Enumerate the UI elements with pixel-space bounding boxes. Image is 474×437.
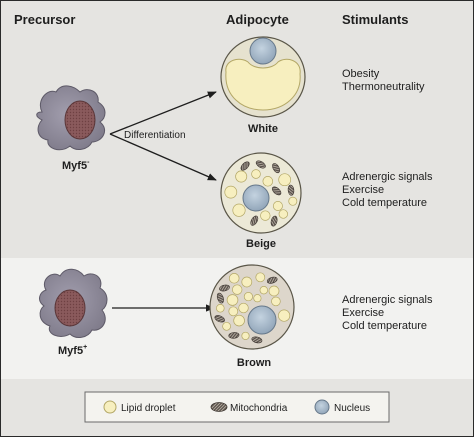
mitochondrion bbox=[272, 163, 281, 174]
lipid-droplet bbox=[241, 331, 250, 340]
mitochondrion bbox=[228, 332, 240, 339]
lipid-droplet bbox=[228, 306, 239, 317]
mitochondrion bbox=[214, 315, 225, 323]
stimulant-item: Obesity bbox=[342, 68, 380, 80]
stimulants-brown: Adrenergic signals Exercise Cold tempera… bbox=[342, 294, 433, 332]
legend-label-lipid: Lipid droplet bbox=[121, 403, 176, 414]
lipid-droplet bbox=[251, 169, 261, 179]
mitochondrion bbox=[270, 215, 278, 227]
legend-box bbox=[84, 391, 390, 423]
beige-adipocyte bbox=[220, 152, 302, 234]
lipid-droplet bbox=[243, 292, 253, 302]
stimulants-white: Obesity Thermoneutrality bbox=[342, 68, 425, 93]
precursor-cell-myf5-positive bbox=[39, 268, 108, 338]
arrow-to-white bbox=[109, 91, 217, 135]
lipid-droplet bbox=[233, 314, 245, 327]
stimulant-item: Cold temperature bbox=[342, 320, 427, 332]
lipid-droplet bbox=[260, 210, 271, 221]
lipid-droplet bbox=[272, 201, 283, 211]
lipid-droplet bbox=[268, 285, 280, 297]
precursor-nucleus bbox=[64, 100, 96, 140]
stimulant-item: Adrenergic signals bbox=[342, 294, 433, 306]
mitochondria-icon bbox=[210, 402, 228, 412]
lipid-droplet bbox=[278, 209, 288, 219]
label-white: White bbox=[248, 123, 278, 135]
lipid-droplet-icon bbox=[103, 400, 117, 414]
brown-adipocyte bbox=[209, 264, 295, 350]
lipid-droplet bbox=[255, 272, 266, 283]
label-brown: Brown bbox=[237, 357, 272, 369]
lipid-droplet bbox=[225, 58, 301, 111]
label-beige: Beige bbox=[246, 238, 276, 250]
lipid-droplet bbox=[278, 173, 292, 187]
header-precursor: Precursor bbox=[14, 12, 75, 27]
lipid-droplet bbox=[216, 304, 225, 313]
mitochondrion bbox=[219, 284, 230, 292]
mitochondrion bbox=[287, 184, 295, 196]
lipid-droplet bbox=[238, 302, 249, 314]
mitochondrion bbox=[250, 215, 259, 226]
stimulants-beige: Adrenergic signals Exercise Cold tempera… bbox=[342, 171, 433, 209]
nucleus bbox=[242, 184, 270, 212]
nucleus bbox=[249, 37, 277, 65]
stimulant-item: Thermoneutrality bbox=[342, 81, 425, 93]
stimulant-item: Exercise bbox=[342, 307, 384, 319]
lipid-droplet bbox=[262, 176, 274, 187]
lipid-droplet bbox=[278, 309, 291, 322]
lipid-droplet bbox=[235, 170, 248, 183]
lipid-droplet bbox=[228, 273, 240, 284]
lipid-droplet bbox=[222, 321, 231, 331]
mitochondrion bbox=[266, 276, 278, 284]
arrow-to-beige bbox=[109, 133, 217, 181]
nucleus-icon bbox=[314, 399, 330, 415]
lipid-droplet bbox=[259, 286, 268, 295]
white-adipocyte bbox=[220, 36, 306, 118]
label-differentiation: Differentiation bbox=[124, 130, 186, 141]
lipid-droplet bbox=[241, 276, 253, 288]
mitochondrion bbox=[251, 336, 263, 344]
stimulant-item: Adrenergic signals bbox=[342, 171, 433, 183]
label-myf5-negative: Myf5- bbox=[62, 159, 90, 172]
lipid-droplet bbox=[271, 296, 281, 307]
lipid-droplet bbox=[226, 294, 239, 306]
mitochondrion bbox=[240, 161, 250, 171]
nucleus bbox=[247, 305, 277, 335]
mitochondrion bbox=[271, 186, 282, 196]
precursor-nucleus bbox=[54, 289, 86, 327]
mitochondrion bbox=[216, 292, 224, 304]
lipid-droplet bbox=[253, 294, 262, 303]
label-myf5-positive: Myf5+ bbox=[58, 344, 87, 357]
lipid-droplet bbox=[224, 185, 238, 199]
legend-label-nucleus: Nucleus bbox=[334, 403, 370, 414]
header-stimulants: Stimulants bbox=[342, 12, 408, 27]
lipid-droplet bbox=[232, 203, 246, 217]
precursor-cell-myf5-negative bbox=[36, 85, 106, 151]
lipid-droplet bbox=[232, 284, 243, 295]
stimulant-item: Exercise bbox=[342, 184, 384, 196]
mitochondrion bbox=[255, 160, 266, 169]
legend-label-mitochondria: Mitochondria bbox=[230, 403, 288, 414]
header-adipocyte: Adipocyte bbox=[226, 12, 289, 27]
stimulant-item: Cold temperature bbox=[342, 197, 427, 209]
legend: Lipid droplet Mitochondria Nucleus bbox=[84, 391, 390, 423]
lipid-droplet bbox=[288, 196, 298, 206]
